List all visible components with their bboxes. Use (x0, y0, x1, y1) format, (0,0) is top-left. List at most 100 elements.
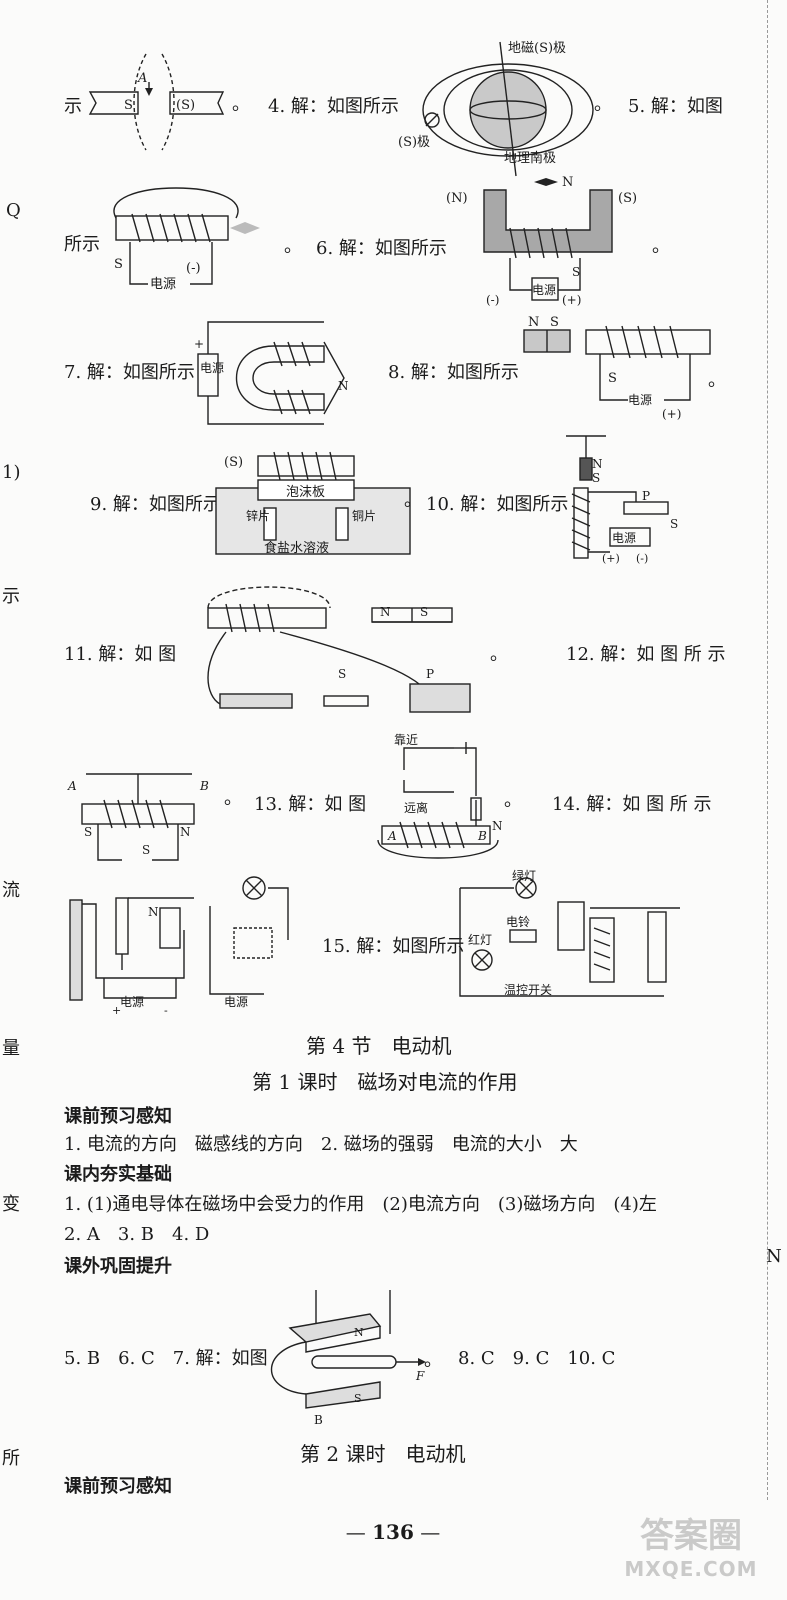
label-p: P (642, 489, 650, 503)
label-bell: 电铃 (506, 914, 530, 929)
label-minus: - (164, 1004, 168, 1017)
watermark-logo: 答案圈 (640, 1516, 742, 1556)
figure-4-earth-field: 地磁(S)极 地理南极 (S)极 (398, 41, 594, 177)
label-a: A (387, 829, 397, 843)
figure-5-solenoid: S (-) 电源 (113, 187, 260, 292)
preview-answers: 1. 电流的方向 磁感线的方向 2. 磁场的强弱 电流的大小 大 (64, 1134, 578, 1155)
answer-6: 6. 解：如图所示 (316, 238, 447, 259)
label-switch: 温控开关 (504, 983, 552, 997)
label-f: F (415, 1369, 425, 1383)
label-s: S (114, 257, 123, 272)
label-n: N (180, 825, 191, 839)
figure-11-circuit: N S S P (207, 586, 471, 713)
label-arrow-n: N (562, 175, 573, 190)
figure-6-u-magnet: (N) (S) N 电源 (-) (+) S (446, 175, 637, 307)
label-power: 电源 (200, 361, 224, 375)
figure-10-suspended-magnet: N S P S 电源 (+) (-) (566, 435, 678, 565)
answer-11: 11. 解：如 图 (64, 644, 177, 665)
margin-char: 变 (2, 1194, 20, 1215)
after-class-answers-left: 5. B 6. C 7. 解：如图 (64, 1348, 268, 1369)
answer-12: 12. 解：如 图 所 示 (566, 644, 726, 665)
label-plus: + (194, 337, 204, 351)
period: 。 (424, 1350, 442, 1371)
heading-in-class: 课内夯实基础 (64, 1164, 172, 1185)
page-number: 136 (372, 1520, 414, 1544)
margin-char: 示 (2, 586, 20, 607)
period: 。 (708, 370, 726, 391)
label-copper: 铜片 (352, 508, 376, 523)
answer-14: 14. 解：如 图 所 示 (552, 794, 712, 815)
label-n: N (492, 819, 503, 833)
label-s: S (124, 98, 133, 113)
label-n: N (528, 315, 539, 330)
in-class-answers-2: 2. A 3. B 4. D (64, 1224, 210, 1245)
label-a: A (137, 71, 147, 86)
label-n: N (380, 605, 391, 619)
answer-15: 15. 解：如图所示 (322, 936, 465, 957)
period: 。 (594, 94, 612, 115)
label-minus: (-) (636, 552, 648, 565)
figure-8-solenoid: N S S 电源 (+) (523, 315, 711, 421)
answer-4: 4. 解：如图所示 (268, 96, 399, 117)
figure-7-2-conductor-in-field: N S F B (270, 1290, 426, 1427)
label-power-2: 电源 (224, 995, 248, 1009)
answer-5-tail: 所示 (64, 234, 100, 255)
label-n: N (354, 1326, 364, 1339)
period: 。 (232, 94, 250, 115)
answer-7: 7. 解：如图所示 (64, 362, 195, 383)
figure-7-horseshoe: 电源 + N (194, 321, 349, 425)
label-plus: (+) (662, 407, 681, 421)
label-minus: (-) (486, 293, 499, 307)
figure-14-electromagnet-diodes: 靠近 远离 A B N (377, 733, 503, 859)
label-board: 泡沫板 (286, 485, 325, 500)
label-switch: S (608, 371, 617, 386)
label-red: 红灯 (468, 932, 492, 947)
label-power: 电源 (612, 531, 636, 545)
after-class-answers-right: 8. C 9. C 10. C (458, 1348, 616, 1369)
label-b: B (199, 779, 209, 793)
label-s: (S) (224, 455, 243, 470)
label-s: S (354, 1392, 362, 1405)
margin-char: 流 (2, 880, 20, 901)
figure-13-hanging-electromagnet: A B S N S (67, 773, 209, 861)
label-geo-south: 地理南极 (504, 150, 556, 166)
label-p: P (426, 667, 434, 681)
figure-9-salt-battery: (S) 泡沫板 锌片 铜片 食盐水溶液 (215, 451, 411, 556)
label-plus: + (112, 1004, 121, 1017)
margin-char: Q (6, 200, 21, 221)
page-number-wrap: — 136 — (345, 1520, 441, 1544)
label-geomag: 地磁(S)极 (508, 41, 566, 56)
answer-10: 10. 解：如图所示 (426, 494, 569, 515)
label-zinc: 锌片 (246, 509, 270, 523)
label-power: 电源 (628, 393, 652, 407)
period: 。 (404, 490, 422, 511)
figure-15b-temp-alarm: 绿灯 电铃 红灯 温控开关 (459, 868, 680, 997)
label-green: 绿灯 (512, 868, 536, 883)
label-s-paren: (S) (176, 98, 195, 113)
label-b: B (314, 1413, 323, 1427)
figure-15-thermometer-relay: N 电源 + - 电源 (69, 876, 289, 1017)
section-title: 第 4 节 电动机 (306, 1034, 452, 1058)
period: 。 (224, 788, 242, 809)
period: 。 (490, 644, 508, 665)
lesson-2-title: 第 2 课时 电动机 (300, 1442, 466, 1466)
label-far: 远离 (404, 800, 428, 815)
label-n: N (338, 379, 349, 393)
label-s: S (592, 471, 600, 485)
column-edge (767, 0, 769, 1500)
answer-3-tail: 示 (64, 96, 82, 117)
label-plus: (+) (602, 552, 620, 565)
label-s: (S) (618, 191, 637, 206)
figure-3-magnets: S (S) A (88, 53, 225, 151)
margin-char: N (766, 1246, 782, 1267)
label-near: 靠近 (394, 733, 418, 747)
label-n: (N) (446, 191, 468, 206)
label-a: A (67, 779, 77, 793)
lesson-1-title: 第 1 课时 磁场对电流的作用 (252, 1070, 518, 1094)
in-class-answers-1: 1. (1)通电导体在磁场中会受力的作用 (2)电流方向 (3)磁场方向 (4)… (64, 1194, 657, 1215)
answer-5: 5. 解：如图 (628, 96, 723, 117)
answer-8: 8. 解：如图所示 (388, 362, 519, 383)
label-power-1: 电源 (120, 995, 144, 1009)
watermark: 答案圈 MXQE.COM (606, 1508, 776, 1596)
label-solution: 食盐水溶液 (264, 540, 329, 556)
